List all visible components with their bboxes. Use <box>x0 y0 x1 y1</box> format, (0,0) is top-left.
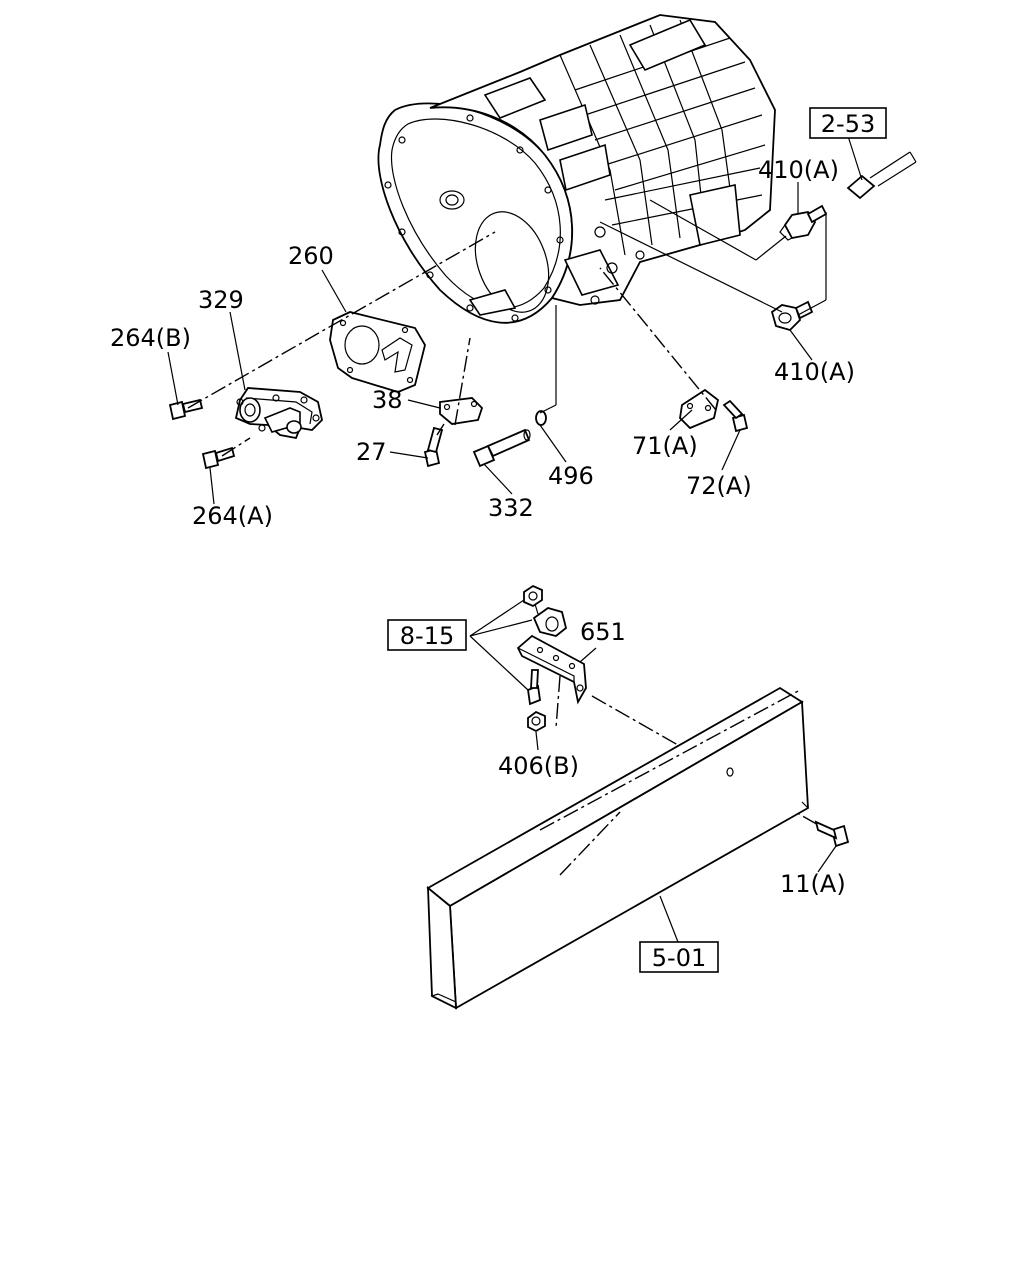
reference-label-8-15: 8-15 <box>400 622 454 650</box>
switch-410a-top <box>779 204 828 241</box>
callout-11a: 11(A) <box>780 870 846 898</box>
gasket-260 <box>329 311 426 393</box>
housing-leader-lines <box>167 135 863 505</box>
transmission-housing <box>377 14 776 324</box>
frame-rail-5-01 <box>426 686 850 1010</box>
callout-332: 332 <box>488 494 534 522</box>
callout-651: 651 <box>580 618 626 646</box>
bolt-264a <box>201 446 236 470</box>
bolt-72a <box>722 399 749 433</box>
callout-38: 38 <box>372 386 403 414</box>
callout-329: 329 <box>198 286 244 314</box>
callout-410a-bottom: 410(A) <box>774 358 855 386</box>
callout-71a: 71(A) <box>632 432 698 460</box>
reference-box-8-15[interactable]: 8-15 <box>387 619 467 651</box>
reference-box-2-53[interactable]: 2-53 <box>809 107 887 139</box>
callout-264a: 264(A) <box>192 502 273 530</box>
reference-box-5-01[interactable]: 5-01 <box>639 941 719 973</box>
callout-264b: 264(B) <box>110 324 191 352</box>
callout-27: 27 <box>356 438 387 466</box>
callout-labels: 264(B) 329 260 38 27 264(A) 332 496 71(A… <box>110 156 855 898</box>
callout-406b: 406(B) <box>498 752 579 780</box>
cover-plate-38 <box>439 397 484 425</box>
callout-260: 260 <box>288 242 334 270</box>
o-ring-496 <box>535 410 547 426</box>
bolt-27 <box>423 426 444 468</box>
pin-332 <box>472 428 531 468</box>
callout-496: 496 <box>548 462 594 490</box>
cover-plate-71a <box>679 388 720 430</box>
callout-72a: 72(A) <box>686 472 752 500</box>
reference-label-5-01: 5-01 <box>652 944 706 972</box>
bracket-assembly <box>469 584 821 827</box>
reference-label-2-53: 2-53 <box>821 110 875 138</box>
callout-410a-top: 410(A) <box>758 156 839 184</box>
pump-body-329 <box>234 387 323 440</box>
switch-410a-bottom <box>770 300 814 332</box>
harness-connector-2-53 <box>846 151 917 200</box>
